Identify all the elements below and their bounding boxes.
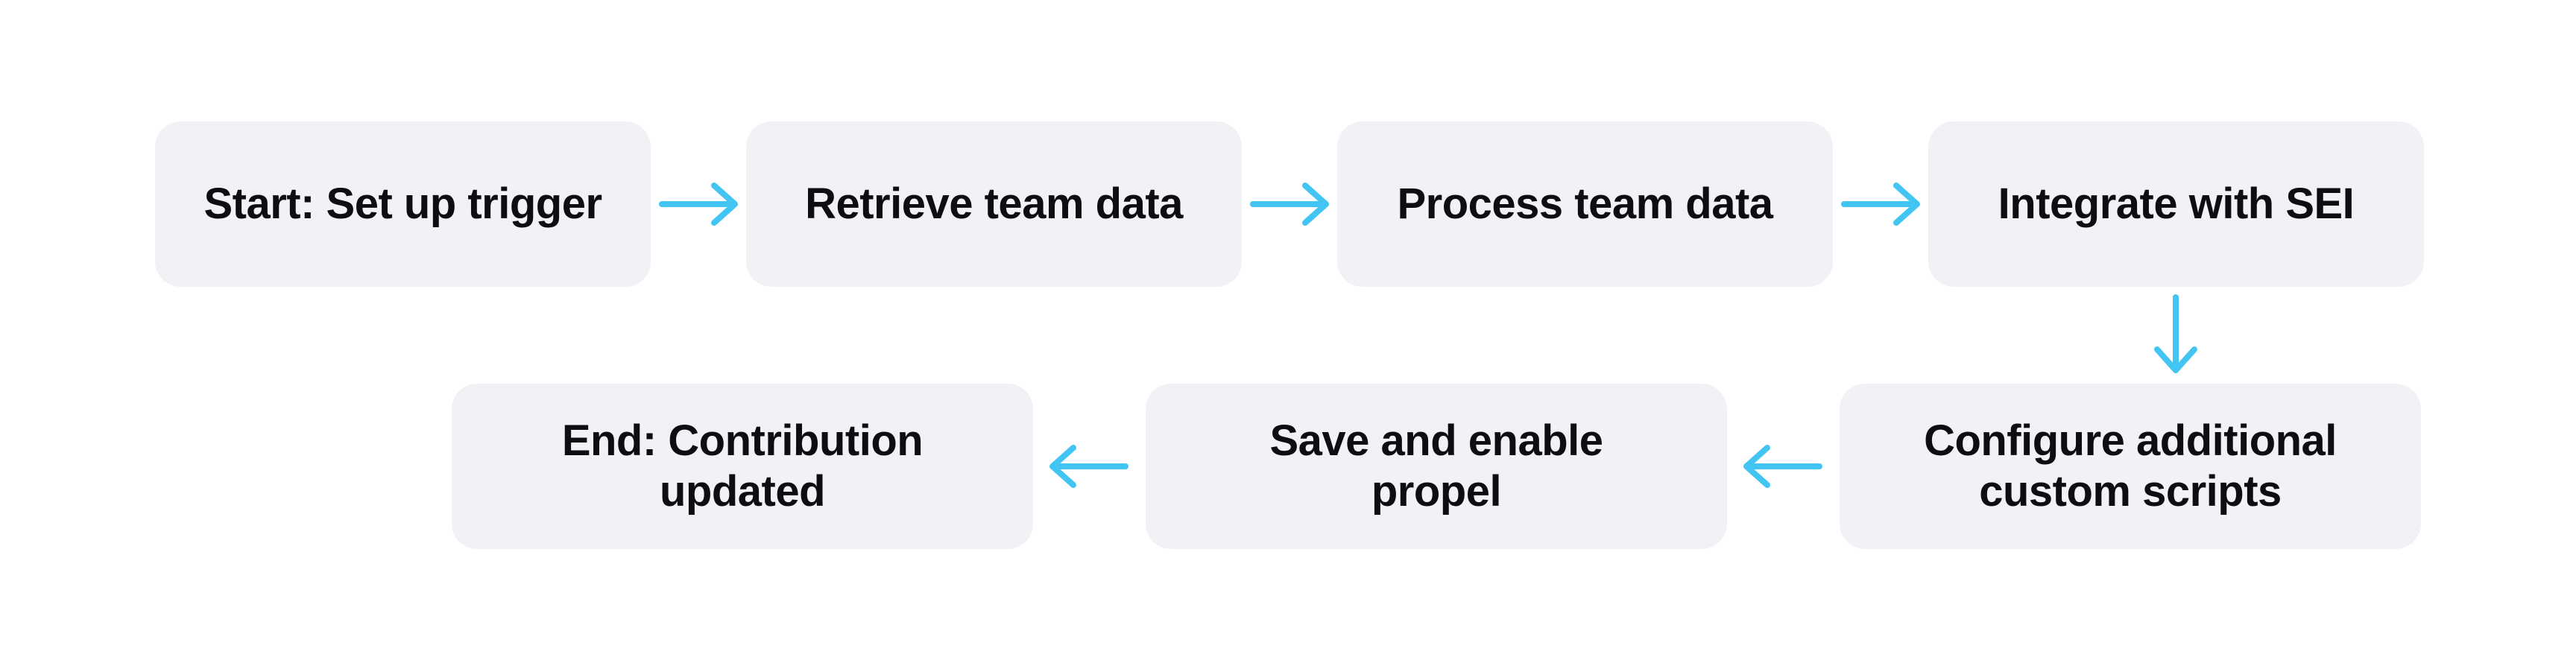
flow-node-label: Save and enable bbox=[1269, 416, 1603, 465]
flow-node-label: propel bbox=[1371, 467, 1502, 516]
flow-node-configure-custom-scripts: Configure additional custom scripts bbox=[1840, 384, 2421, 549]
arrow-left-icon bbox=[1742, 444, 1824, 489]
flow-node-start: Start: Set up trigger bbox=[155, 121, 651, 287]
flow-node-label: Integrate with SEI bbox=[1998, 180, 2355, 228]
flow-node-label: Start: Set up trigger bbox=[203, 180, 602, 228]
flow-node-label: custom scripts bbox=[1979, 467, 2282, 516]
arrow-right-icon bbox=[1840, 182, 1922, 226]
arrow-right-icon bbox=[657, 182, 739, 226]
flow-node-process-team-data: Process team data bbox=[1337, 121, 1833, 287]
flow-node-label: updated bbox=[659, 467, 826, 516]
arrow-left-icon bbox=[1048, 444, 1130, 489]
arrow-right-icon bbox=[1248, 182, 1330, 226]
flow-node-integrate-with-sei: Integrate with SEI bbox=[1928, 121, 2424, 287]
flow-node-end: End: Contribution updated bbox=[452, 384, 1033, 549]
flow-node-save-and-enable-propel: Save and enable propel bbox=[1146, 384, 1727, 549]
flow-node-label: Retrieve team data bbox=[805, 180, 1183, 228]
flow-node-retrieve-team-data: Retrieve team data bbox=[746, 121, 1242, 287]
arrow-down-icon bbox=[2153, 293, 2198, 376]
flow-node-label: End: Contribution bbox=[561, 416, 924, 465]
flow-node-label: Configure additional bbox=[1924, 416, 2337, 465]
flow-node-label: Process team data bbox=[1397, 180, 1773, 228]
